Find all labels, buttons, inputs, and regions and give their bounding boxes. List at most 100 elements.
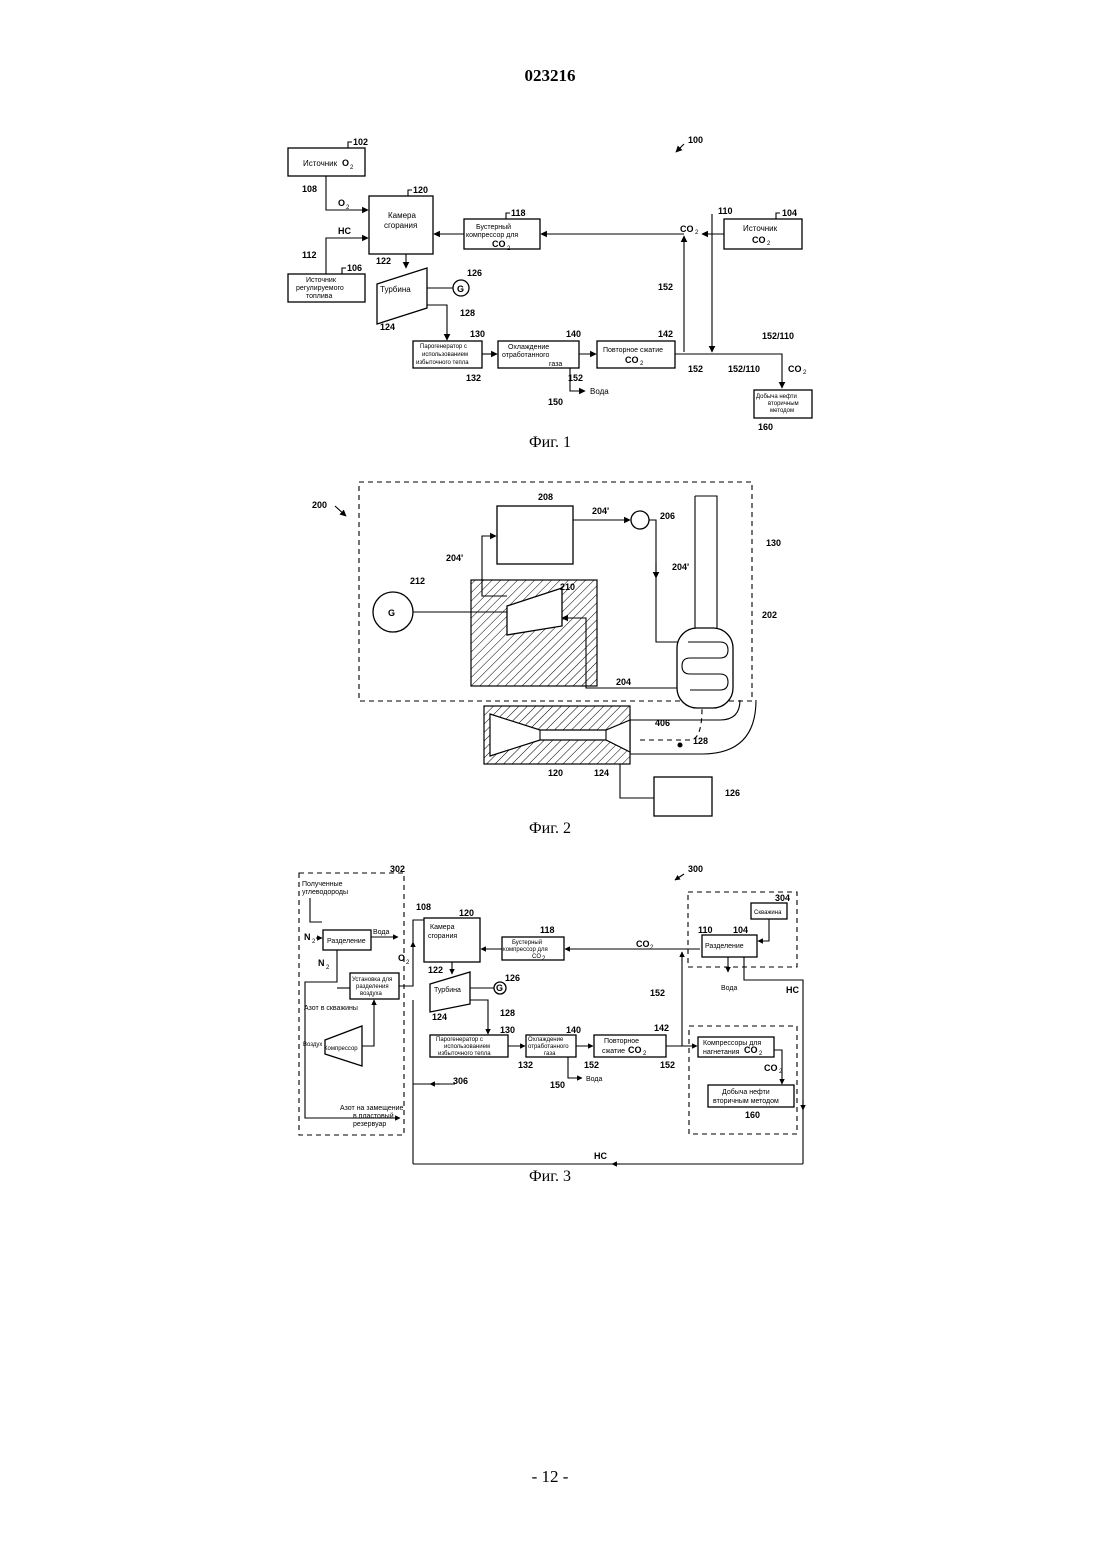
ref-150: 150 [550, 1080, 565, 1090]
ref-100-arrow [676, 144, 684, 152]
ref-152b: 152 [584, 1060, 599, 1070]
ref-118: 118 [540, 925, 555, 935]
nitrogen-reservoir-line3: резервуар [353, 1121, 386, 1128]
ref-124: 124 [594, 768, 609, 778]
generator-label: G [496, 983, 503, 993]
ref-126: 126 [505, 973, 520, 983]
fuel-source-line3: топлива [306, 293, 332, 300]
combustor-line1: Камера [430, 924, 455, 931]
nitrogen-reservoir-line1: Азот на замещение [340, 1105, 404, 1112]
combustor-line2: сгорания [428, 933, 457, 940]
ref-202: 202 [762, 610, 777, 620]
page-number: - 12 - [0, 1467, 1100, 1487]
well-label: Скважина [754, 910, 782, 916]
co2-label-a-sub: 2 [650, 945, 654, 951]
booster-line1: Бустерный [512, 939, 542, 946]
ref-130: 130 [500, 1025, 515, 1035]
eor-line3: методом [770, 408, 794, 414]
o2-label: O [398, 953, 405, 963]
ref-204p-b: 204' [446, 553, 463, 563]
turbine-label: Турбина [434, 986, 461, 994]
ref-300: 300 [688, 864, 703, 874]
ref-126: 126 [725, 788, 740, 798]
co2-source-label: Источник [743, 224, 778, 233]
hrsg-line2: использованием [422, 352, 468, 358]
hrsg-line1: Парогенератор с [436, 1037, 483, 1043]
ref-302: 302 [390, 864, 405, 874]
combustor-line2: сгорания [384, 221, 417, 230]
hrsg-line3: избыточного тепла [438, 1051, 491, 1057]
water-right-label: Вода [721, 985, 737, 992]
hrsg-line1: Парогенератор с [420, 344, 467, 350]
n2-label-a-sub: 2 [312, 939, 316, 945]
figure-3-diagram: 300 302 Полученные углеводороды N 2 Разд… [0, 860, 1100, 1170]
ref-210: 210 [560, 582, 575, 592]
ref-204p-c: 204' [672, 562, 689, 572]
ref-106: 106 [347, 263, 362, 273]
booster-formula: CO [492, 239, 506, 249]
hc-bottom-label: HC [594, 1151, 607, 1161]
ref-128: 128 [500, 1008, 515, 1018]
ref-100: 100 [688, 135, 703, 145]
ref-124: 124 [432, 1012, 447, 1022]
o2-source-formula: O [342, 158, 349, 168]
ref-152a: 152 [658, 282, 673, 292]
n2-label-b-sub: 2 [326, 965, 330, 971]
co2-label-a: CO [636, 939, 650, 949]
document-number: 023216 [0, 66, 1100, 86]
co2-label-sub: 2 [695, 230, 699, 236]
ref-142: 142 [654, 1023, 669, 1033]
exhaust-128 [427, 305, 447, 340]
ref-112: 112 [302, 250, 317, 260]
generator-label: G [388, 608, 395, 618]
co2-source-formula: CO [752, 235, 766, 245]
ref-212: 212 [410, 576, 425, 586]
ref-128: 128 [460, 308, 475, 318]
ref-132: 132 [518, 1060, 533, 1070]
separation-right-label: Разделение [705, 943, 744, 950]
air-separation-line3: воздуха [360, 991, 382, 997]
box-208 [497, 506, 573, 564]
hrsg-line3: избыточного тепла [416, 360, 469, 366]
ref-306: 306 [453, 1076, 468, 1086]
recompression-formula: CO [625, 355, 639, 365]
water-label: Вода [590, 387, 609, 396]
ref-152c: 152 [660, 1060, 675, 1070]
ref-110: 110 [718, 206, 733, 216]
ref-120: 120 [413, 185, 428, 195]
ref-108: 108 [416, 902, 431, 912]
booster-line2: компрессор для [503, 947, 548, 953]
air-separation-line2: разделения [356, 984, 389, 990]
ref-204: 204 [616, 677, 631, 687]
ref-122: 122 [376, 256, 391, 266]
ref-130: 130 [470, 329, 485, 339]
ref-120: 120 [459, 908, 474, 918]
water-left-label: Вода [373, 929, 389, 936]
eor-line2: вторичным методом [713, 1098, 779, 1105]
water-mid-label: Вода [586, 1076, 602, 1083]
recompression-line2: сжатие [602, 1048, 625, 1055]
ref-104: 104 [733, 925, 748, 935]
figure-1-caption: Фиг. 1 [0, 434, 1100, 452]
box-126 [654, 777, 712, 816]
fuel-source-line1: Источник [306, 277, 337, 284]
cooling-line1: Охлаждение [528, 1037, 564, 1043]
ref-110: 110 [698, 925, 713, 935]
ref-118: 118 [511, 208, 526, 218]
ref-124: 124 [380, 322, 395, 332]
cooling-line1: Охлаждение [508, 344, 549, 351]
pump-206 [631, 511, 649, 529]
recompression-line1: Повторное сжатие [603, 347, 663, 354]
air-separation-line1: Установка для [352, 977, 392, 983]
figure-1-diagram: 100 Источник O 2 102 108 O 2 Камера сгор… [0, 130, 1100, 435]
ref-152a: 152 [650, 988, 665, 998]
ref-152-110a: 152/110 [728, 364, 760, 374]
booster-formula: CO [532, 954, 541, 960]
ref-132: 132 [466, 373, 481, 383]
cooling-line3: газа [549, 361, 562, 368]
ref-102: 102 [353, 137, 368, 147]
ref-128: 128 [693, 736, 708, 746]
figure-2-diagram: 200 130 208 204' 206 204' 204' 210 G 212… [0, 478, 1100, 808]
ref-160: 160 [745, 1110, 760, 1120]
nitrogen-reservoir-line2: в пластовый [353, 1112, 394, 1120]
